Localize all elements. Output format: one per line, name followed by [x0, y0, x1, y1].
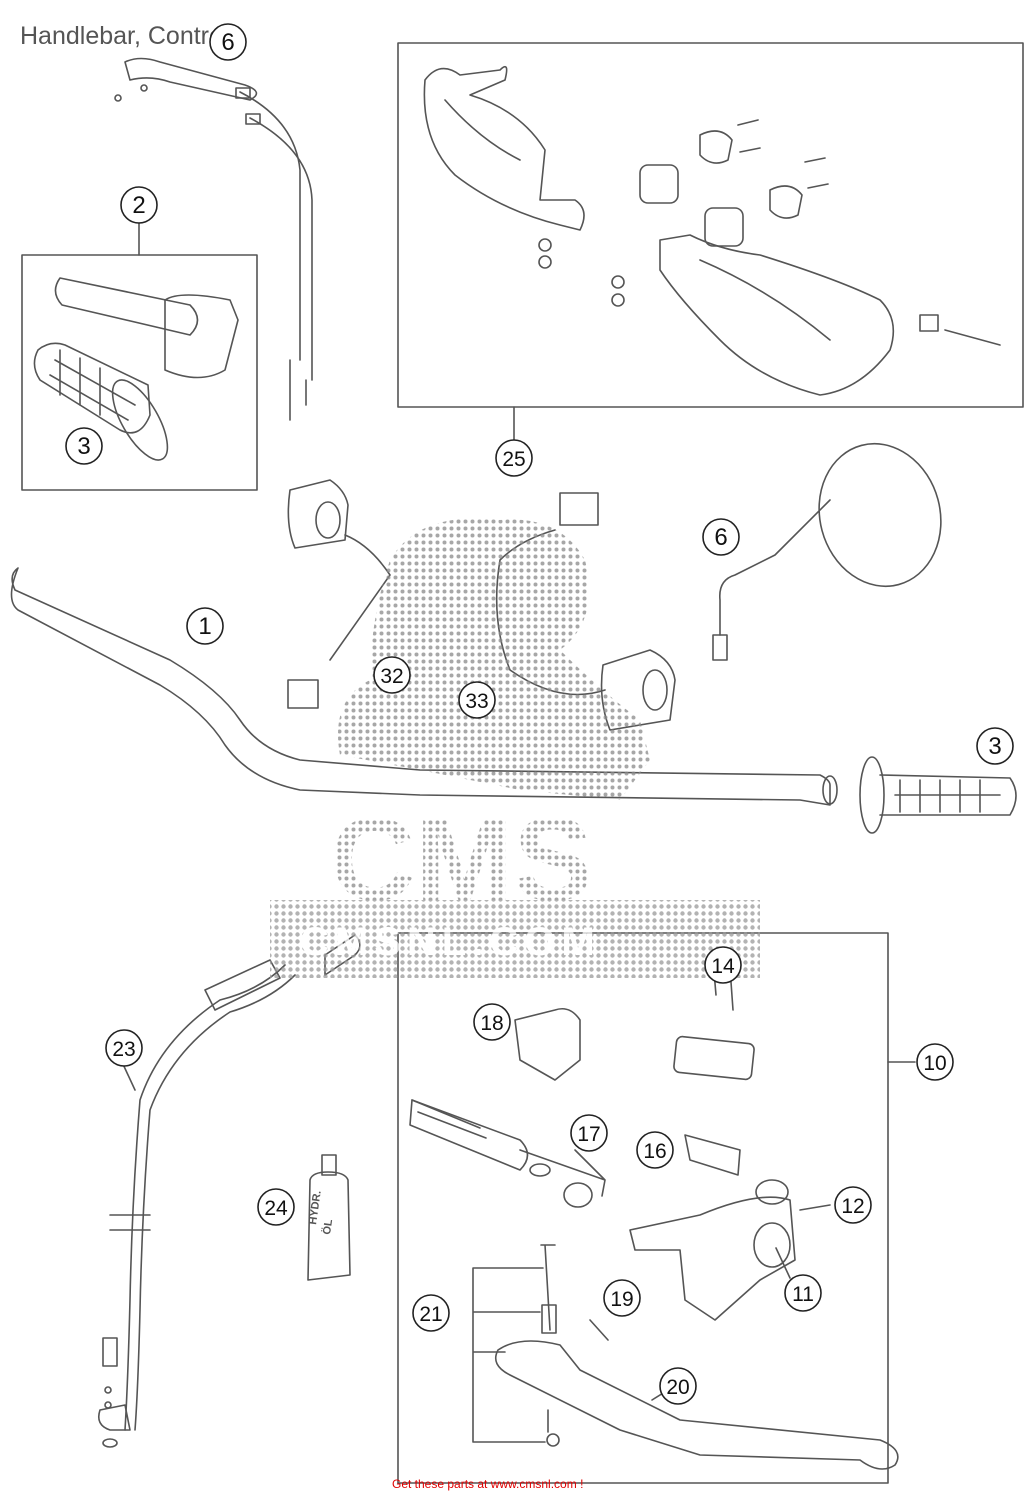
callout-circle: [186, 607, 224, 645]
callout-spring-pin: 19: [603, 1279, 641, 1317]
callout-number: 11: [792, 1283, 814, 1306]
source-footer[interactable]: Get these parts at www.cmsnl.com !: [392, 1477, 584, 1491]
callout-mirror: 6: [702, 518, 740, 556]
callout-lever-bolt-set: 21: [412, 1294, 450, 1332]
callout-circle: [570, 1114, 608, 1152]
callout-circle: [784, 1274, 822, 1312]
callout-circle: [704, 946, 742, 984]
callout-number: 12: [841, 1195, 864, 1218]
callout-handlebar: 1: [186, 607, 224, 645]
callout-circle: [373, 656, 411, 694]
callout-circle: [209, 23, 247, 61]
callout-circle: [412, 1294, 450, 1332]
callout-number: 24: [264, 1197, 288, 1220]
callout-circle: [659, 1367, 697, 1405]
callout-number: 10: [923, 1052, 946, 1075]
watermark-band-text: CMSNL.COM: [300, 920, 601, 964]
callout-number: 16: [643, 1140, 666, 1163]
handguard-right-drawing: [659, 234, 895, 396]
brake-line-drawing: [97, 934, 361, 1448]
callout-piston-kit: 17: [570, 1114, 608, 1152]
hydraulic-oil-bottle-drawing: [307, 1154, 351, 1281]
callout-number: 23: [112, 1038, 135, 1061]
callout-number: 25: [502, 448, 525, 471]
throttle-tube-drawing: [54, 277, 239, 379]
callout-number: 18: [480, 1012, 503, 1035]
callout-cover-screws: 14: [704, 946, 742, 984]
callout-switch-right: 33: [458, 681, 496, 719]
callout-master-cylinder-body: 11: [784, 1274, 822, 1312]
callout-throttle-grip-assembly: 2: [120, 186, 158, 224]
callout-number: 6: [221, 29, 234, 56]
callout-number: 2: [132, 192, 145, 219]
callout-throttle-cable: 6: [209, 23, 247, 61]
callout-circle: [636, 1131, 674, 1169]
callout-number: 20: [666, 1376, 689, 1399]
handguard-clamps-drawing: [538, 119, 1001, 346]
callout-brake-line: 23: [105, 1029, 143, 1067]
throttle-cable-drawing: [114, 57, 313, 421]
callout-circle: [105, 1029, 143, 1067]
callout-circle: [458, 681, 496, 719]
mirror-drawing: [712, 442, 942, 661]
callout-number: 6: [714, 524, 727, 551]
callout-circle: [495, 439, 533, 477]
callout-number: 19: [610, 1288, 633, 1311]
handguard-box: [397, 42, 1024, 408]
callout-circle: [916, 1043, 954, 1081]
callout-circle: [65, 427, 103, 465]
callout-number: 3: [77, 433, 90, 460]
diagram-title: Handlebar, Controls: [20, 22, 241, 50]
callout-number: 21: [419, 1303, 442, 1326]
callout-clamp: 18: [473, 1003, 511, 1041]
callout-brake-master-cylinder: 10: [916, 1043, 954, 1081]
callout-handguard-set: 25: [495, 439, 533, 477]
bottle-label-line2: ÖL: [320, 1218, 335, 1235]
callout-number: 32: [380, 665, 403, 688]
callout-screw: 12: [834, 1186, 872, 1224]
callout-diaphragm: 16: [636, 1131, 674, 1169]
grip-right-drawing: [859, 756, 1017, 834]
callout-number: 3: [988, 733, 1001, 760]
callout-circle: [257, 1188, 295, 1226]
callout-switch-left: 32: [373, 656, 411, 694]
callout-number: 1: [198, 613, 211, 640]
callout-circle: [603, 1279, 641, 1317]
callout-circle: [702, 518, 740, 556]
callout-brake-lever: 20: [659, 1367, 697, 1405]
callout-circle: [120, 186, 158, 224]
grip-left-drawing: [33, 342, 169, 461]
handguard-left-drawing: [423, 65, 585, 231]
callout-number: 17: [577, 1123, 600, 1146]
callout-grip-left: 3: [65, 427, 103, 465]
callout-grip-right: 3: [976, 727, 1014, 765]
callout-circle: [976, 727, 1014, 765]
callout-number: 33: [465, 690, 488, 713]
master-cylinder-parts-drawing: [409, 959, 899, 1470]
cmsnl-watermark: CMS CMSNL.COM: [270, 518, 760, 978]
bottle-label-line1: HYDR.: [307, 1190, 324, 1226]
callout-hydraulic-oil: 24: [257, 1188, 295, 1226]
callout-number: 14: [711, 955, 735, 978]
callout-circle: [834, 1186, 872, 1224]
callout-circle: [473, 1003, 511, 1041]
handlebar-drawing: [10, 567, 838, 806]
